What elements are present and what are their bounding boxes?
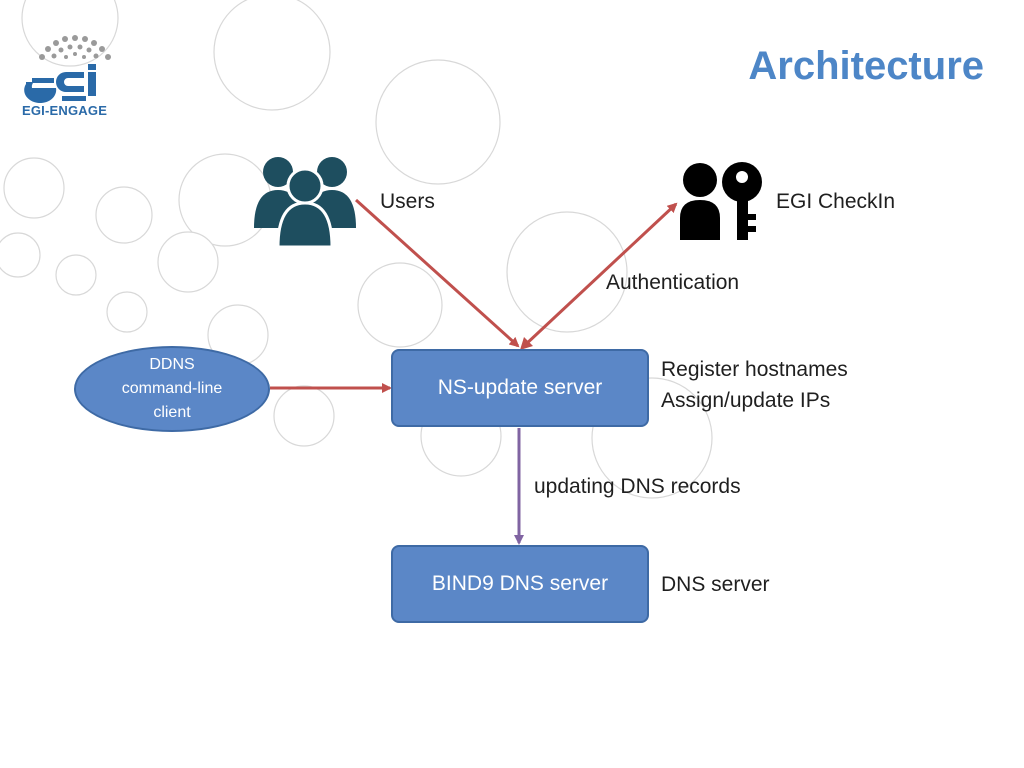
bg-circle bbox=[55, 254, 97, 296]
bind9-server-node: BIND9 DNS server bbox=[391, 545, 649, 623]
bg-circle bbox=[273, 385, 335, 447]
assign-update-ips-label: Assign/update IPs bbox=[661, 389, 831, 412]
arrow-users-to-nsupdate bbox=[354, 198, 520, 348]
authentication-label: Authentication bbox=[606, 271, 740, 294]
ddns-client-line2: command-line bbox=[121, 380, 223, 397]
users-group-icon bbox=[254, 157, 356, 248]
users-label: Users bbox=[380, 190, 435, 213]
logo-text: EGI-ENGAGE bbox=[22, 103, 108, 118]
ns-update-server-node: NS-update server bbox=[391, 349, 649, 427]
ddns-client-line3: client bbox=[153, 404, 191, 421]
arrow-nsupdate-to-checkin-line bbox=[522, 202, 678, 348]
register-hostnames-label: Register hostnames bbox=[661, 358, 848, 381]
bg-circle bbox=[95, 186, 153, 244]
checkin-label: EGI CheckIn bbox=[776, 190, 896, 213]
bg-circle bbox=[213, 0, 331, 111]
dns-server-label: DNS server bbox=[661, 573, 770, 596]
person-key-icon bbox=[680, 162, 762, 240]
arrow-nsupdate-to-checkin-start-head bbox=[520, 337, 533, 350]
egi-logo bbox=[24, 35, 111, 104]
page-title: Architecture bbox=[748, 44, 984, 88]
ddns-client-node: DDNS command-line client bbox=[74, 346, 270, 432]
bg-circle bbox=[375, 59, 501, 185]
bg-circle bbox=[3, 157, 65, 219]
bg-circle bbox=[506, 211, 628, 333]
bg-circle bbox=[357, 262, 443, 348]
bg-circle bbox=[106, 291, 148, 333]
ddns-client-line1: DDNS bbox=[149, 356, 195, 373]
bg-circle bbox=[0, 232, 41, 278]
updating-dns-records-label: updating DNS records bbox=[534, 475, 741, 498]
bg-circle bbox=[157, 231, 219, 293]
